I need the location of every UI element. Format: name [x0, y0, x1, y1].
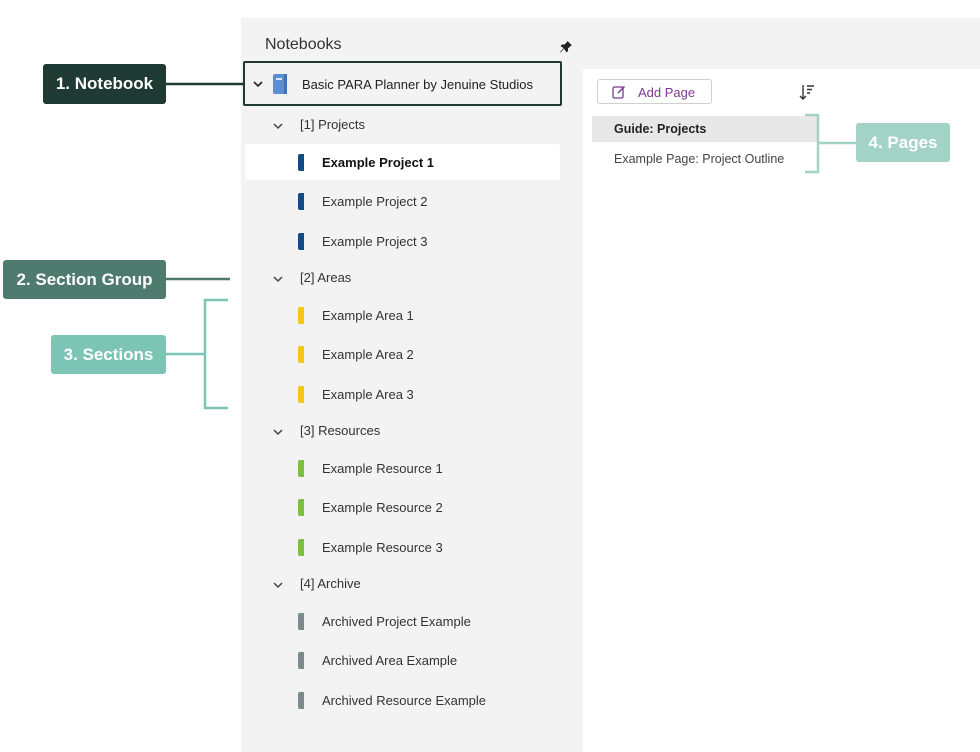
chevron-down-icon[interactable]	[272, 273, 284, 285]
pin-icon[interactable]	[559, 40, 573, 54]
section-label: Example Resource 2	[322, 500, 443, 516]
section-item[interactable]: Archived Area Example	[245, 642, 560, 678]
page-label: Example Page: Project Outline	[614, 152, 785, 166]
section-item[interactable]: Archived Resource Example	[245, 682, 560, 718]
section-color-tab	[298, 538, 304, 556]
chevron-down-icon[interactable]	[272, 426, 284, 438]
section-color-tab	[298, 385, 304, 403]
edit-icon	[612, 85, 626, 99]
section-item[interactable]: Example Resource 3	[245, 529, 560, 565]
section-item[interactable]: Example Project 1	[245, 144, 560, 180]
notebooks-heading: Notebooks	[265, 36, 342, 53]
section-color-tab	[298, 691, 304, 709]
section-item[interactable]: Example Resource 1	[245, 450, 560, 486]
page-item-project-outline[interactable]: Example Page: Project Outline	[592, 146, 817, 172]
callout-section-group: 2. Section Group	[3, 260, 166, 299]
section-color-tab	[298, 307, 304, 324]
page-item-guide-projects[interactable]: Guide: Projects	[592, 116, 817, 142]
sort-icon[interactable]	[798, 83, 816, 101]
page-panel-header-area	[583, 18, 980, 69]
callout-pages: 4. Pages	[856, 123, 950, 162]
section-label: Example Resource 1	[322, 461, 443, 476]
notebook-name: Basic PARA Planner by Jenuine Studios	[302, 77, 534, 92]
section-label: Example Project 3	[322, 233, 428, 249]
section-group-label[interactable]: [4] Archive	[300, 576, 361, 591]
section-color-tab	[298, 154, 304, 171]
section-item[interactable]: Example Project 3	[245, 223, 560, 259]
section-color-tab	[298, 232, 304, 250]
section-item[interactable]: Example Area 2	[245, 336, 560, 372]
page-label: Guide: Projects	[614, 122, 707, 136]
chevron-down-icon[interactable]	[272, 120, 284, 132]
section-item[interactable]: Archived Project Example	[245, 603, 560, 639]
section-item[interactable]: Example Area 1	[245, 297, 560, 333]
section-item[interactable]: Example Area 3	[245, 376, 560, 412]
section-item[interactable]: Example Resource 2	[245, 489, 560, 525]
notebook-icon	[273, 74, 287, 94]
section-group-label[interactable]: [1] Projects	[300, 117, 366, 132]
chevron-down-icon[interactable]	[272, 579, 284, 591]
section-color-tab	[298, 499, 304, 517]
section-group-label[interactable]: [3] Resources	[300, 423, 381, 438]
callout-sections: 3. Sections	[51, 335, 166, 374]
section-item[interactable]: Example Project 2	[245, 183, 560, 219]
section-color-tab	[298, 346, 304, 364]
section-color-tab	[298, 193, 304, 211]
add-page-label: Add Page	[638, 85, 696, 100]
section-label: Example Project 1	[322, 155, 434, 170]
section-label: Example Area 3	[322, 386, 414, 402]
section-color-tab	[298, 460, 304, 477]
section-color-tab	[298, 652, 304, 670]
section-label: Archived Project Example	[322, 614, 471, 629]
chevron-down-icon[interactable]	[252, 78, 264, 90]
section-label: Example Area 2	[322, 347, 414, 363]
section-label: Archived Resource Example	[322, 692, 487, 708]
add-page-button[interactable]: Add Page	[597, 79, 712, 104]
notebook-row[interactable]	[243, 61, 562, 106]
section-group-label[interactable]: [2] Areas	[300, 270, 352, 285]
section-label: Example Area 1	[322, 308, 414, 323]
callout-notebook: 1. Notebook	[43, 64, 166, 104]
section-label: Archived Area Example	[322, 653, 458, 669]
section-color-tab	[298, 613, 304, 630]
section-label: Example Project 2	[322, 194, 428, 210]
section-label: Example Resource 3	[322, 539, 443, 555]
